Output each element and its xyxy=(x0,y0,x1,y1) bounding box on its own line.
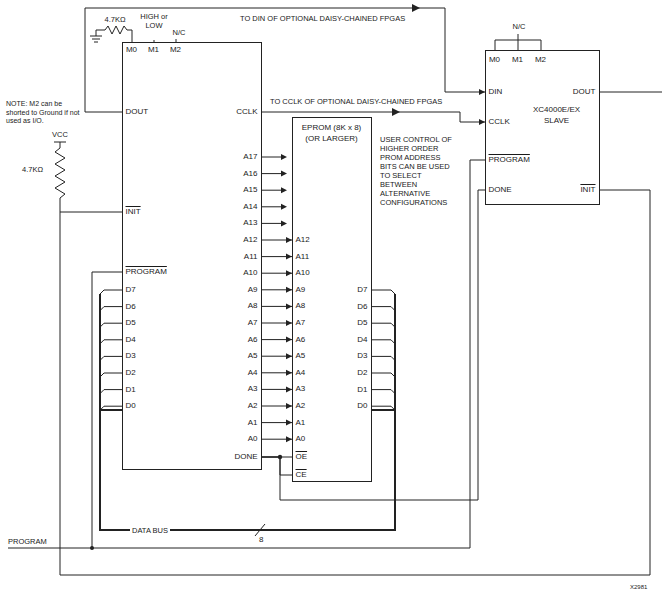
signal-wire xyxy=(262,254,292,260)
signal-wire xyxy=(262,287,292,293)
pin-name: D4 xyxy=(126,334,136,345)
pin-name: A15 xyxy=(243,184,257,195)
pin-name: M0 xyxy=(489,54,500,65)
pin-name: D3 xyxy=(126,350,136,361)
pin-name: D2 xyxy=(357,367,367,378)
signal-name: PROGRAM xyxy=(8,537,58,546)
signal-wire xyxy=(262,337,292,343)
pin-name: M1 xyxy=(148,44,159,55)
pin-name: A3 xyxy=(296,383,306,394)
pin-name: OE xyxy=(296,451,308,462)
signal-wire xyxy=(262,436,292,442)
pin-name: A2 xyxy=(248,400,258,411)
pin-name: A9 xyxy=(296,284,306,295)
signal-wire xyxy=(262,303,292,309)
pin-name: A3 xyxy=(248,383,258,394)
pin-name: A1 xyxy=(296,417,306,428)
pin-name: D1 xyxy=(357,384,367,395)
signal-wire xyxy=(262,457,292,475)
pin-name: A4 xyxy=(248,367,258,378)
eprom-chip: EPROM (8K x 8) (OR LARGER) A12A11A10A9A8A… xyxy=(292,117,372,482)
pin-name: A6 xyxy=(248,334,258,345)
chip-name: EPROM (8K x 8) (OR LARGER) xyxy=(296,122,368,144)
pin-name: D6 xyxy=(357,301,367,312)
supply-label: VCC xyxy=(48,130,72,139)
signal-wire xyxy=(262,420,292,426)
pin-name: DOUT xyxy=(573,86,596,97)
resistor-value: 4.7KΩ xyxy=(100,15,130,24)
pin-name: INIT xyxy=(580,184,595,195)
chip-name: XC4000E/EX SLAVE xyxy=(528,104,586,126)
pin-name: A12 xyxy=(243,234,257,245)
pin-name: A14 xyxy=(243,201,257,212)
daisy-chain-note: TO DIN OF OPTIONAL DAISY-CHAINED FPGAS xyxy=(240,14,450,23)
signal-wire xyxy=(262,386,292,392)
pin-name: M1 xyxy=(512,54,523,65)
pin-name: A8 xyxy=(296,300,306,311)
pin-name: PROGRAM xyxy=(489,154,530,165)
pin-name: A9 xyxy=(248,284,258,295)
pin-name: D0 xyxy=(357,400,367,411)
pin-name: PROGRAM xyxy=(126,266,167,277)
pin-name: A0 xyxy=(248,433,258,444)
pin-name: DONE xyxy=(234,451,257,462)
bus-width: 8 xyxy=(259,535,269,545)
pin-name: CCLK xyxy=(489,116,510,127)
pin-name: A4 xyxy=(296,367,306,378)
pin-name: A5 xyxy=(296,350,306,361)
pin-name: DONE xyxy=(489,184,512,195)
pin-name: DOUT xyxy=(126,106,149,117)
pin-name: CE xyxy=(296,469,307,480)
mode-note: HIGH or LOW xyxy=(136,12,172,30)
pin-name: D7 xyxy=(357,284,367,295)
bus-label: DATA BUS xyxy=(130,526,170,535)
pin-name: D1 xyxy=(126,384,136,395)
pin-name: D4 xyxy=(357,334,367,345)
resistor-value: 4.7KΩ xyxy=(22,165,54,174)
pin-name: A8 xyxy=(248,300,258,311)
pin-name: INIT xyxy=(126,206,141,217)
pin-name: A6 xyxy=(296,334,306,345)
pin-name: A17 xyxy=(243,151,257,162)
pin-name: A11 xyxy=(244,251,258,262)
pin-name: D5 xyxy=(126,317,136,328)
nc-note: N/C xyxy=(504,22,534,31)
pin-name: D0 xyxy=(126,400,136,411)
daisy-chain-note: TO CCLK OF OPTIONAL DAISY-CHAINED FPGAS xyxy=(270,97,455,106)
pin-name: D7 xyxy=(126,284,136,295)
pin-name: A16 xyxy=(243,168,257,179)
pin-name: D3 xyxy=(357,350,367,361)
pin-name: A13 xyxy=(243,217,257,228)
signal-wire xyxy=(262,403,292,409)
pin-name: M2 xyxy=(535,54,546,65)
pin-name: DIN xyxy=(489,86,503,97)
fpga-master: M0 M1 M2DOUT CCLK INIT PROGRAM A17A16A15A14A13… xyxy=(122,42,262,470)
pin-name: A12 xyxy=(296,234,310,245)
pin-name: A7 xyxy=(248,317,258,328)
pin-name: A5 xyxy=(248,350,258,361)
pin-name: M2 xyxy=(170,44,181,55)
pin-name: A7 xyxy=(296,317,306,328)
pin-name: A11 xyxy=(296,251,310,262)
figure-code: X2981 xyxy=(630,584,664,592)
pin-name: A0 xyxy=(296,433,306,444)
signal-wire xyxy=(262,370,292,376)
signal-wire xyxy=(262,320,292,326)
pin-name: M0 xyxy=(126,44,137,55)
pin-name: A2 xyxy=(296,400,306,411)
pin-name: A10 xyxy=(243,267,257,278)
pin-name: A1 xyxy=(248,417,258,428)
pin-name: A10 xyxy=(296,267,310,278)
signal-wire xyxy=(262,270,292,276)
pin-name: D2 xyxy=(126,367,136,378)
signal-wire xyxy=(262,353,292,359)
signal-wire xyxy=(262,237,292,243)
pin-name: D6 xyxy=(126,301,136,312)
pin-name: CCLK xyxy=(236,106,257,117)
fpga-slave: M0 M1 M2DIN DOUT CCLK XC4000E/EX SLAVE PROGRAM… xyxy=(485,50,600,205)
pin-name: D5 xyxy=(357,317,367,328)
note-text: NOTE: M2 can be shorted to Ground if not… xyxy=(6,100,80,126)
nc-note: N/C xyxy=(168,28,190,37)
note-text: USER CONTROL OF HIGHER ORDER PROM ADDRES… xyxy=(380,135,456,207)
